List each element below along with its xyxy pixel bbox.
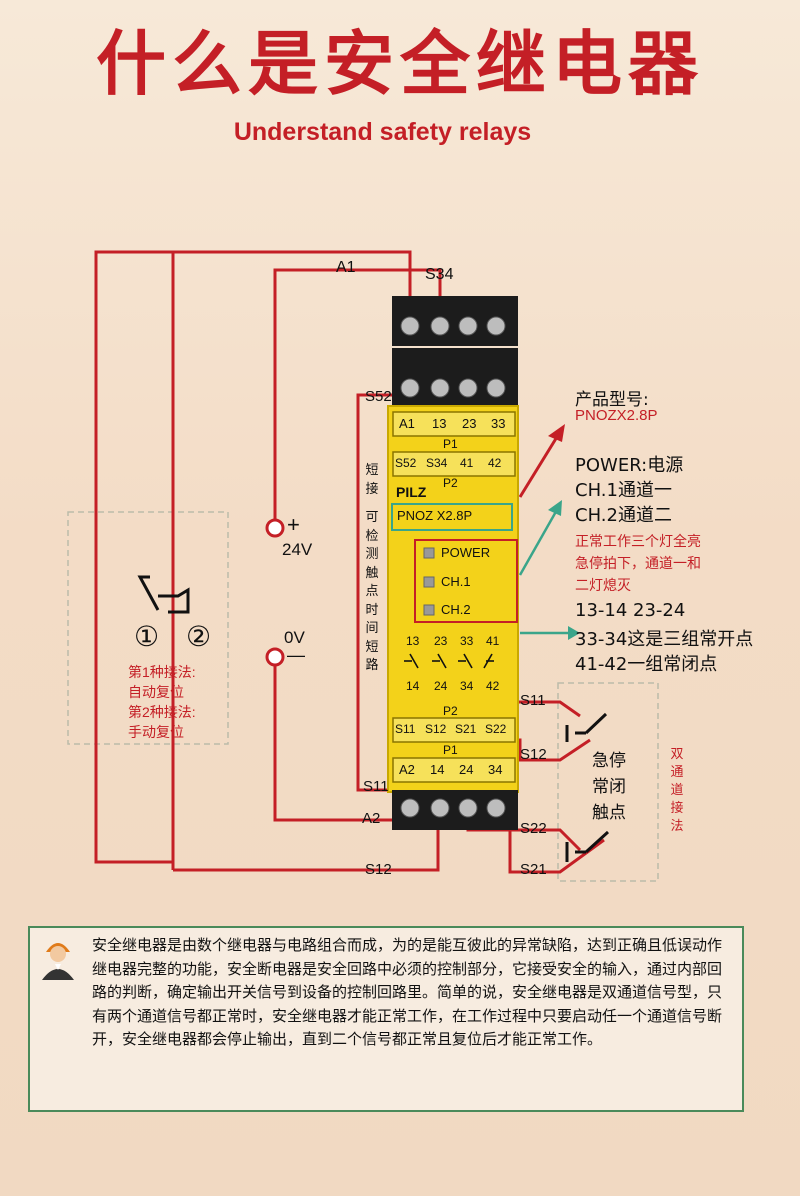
terminal-23-top: 23 [462, 416, 477, 431]
label-0v: 0V [284, 628, 305, 647]
terminal-s52: S52 [395, 456, 417, 470]
terminal-s34: S34 [426, 456, 448, 470]
info-warn-1: 正常工作三个灯全亮 [575, 534, 701, 550]
contact-34: 34 [460, 679, 474, 693]
info-warn-3: 二灯熄灭 [575, 578, 631, 594]
terminal-33-top: 33 [491, 416, 506, 431]
terminal-42-top: 42 [488, 456, 502, 470]
estop-contact-2 [565, 830, 610, 862]
relay-brand: PILZ [396, 484, 427, 500]
terminal-41-top: 41 [460, 456, 474, 470]
label-p1-top: P1 [443, 437, 458, 451]
label-minus: — [287, 645, 305, 665]
terminal-34: 34 [488, 762, 503, 777]
wire-outer-loop [94, 250, 412, 864]
reset-switch-symbol [137, 575, 190, 614]
dual-channel-vertical: 双通道接法 [670, 747, 684, 834]
contact-13: 13 [406, 634, 420, 648]
reset-method-box [67, 511, 229, 745]
arrow-contacts-head [568, 626, 580, 640]
estop-contact-1 [565, 712, 608, 742]
contact-42: 42 [486, 679, 500, 693]
contact-23: 23 [434, 634, 448, 648]
label-s11-left: S11 [363, 778, 389, 795]
terminal-s11: S11 [395, 722, 416, 736]
contact-14: 14 [406, 679, 420, 693]
estop-box [557, 682, 659, 882]
terminal-24: 24 [459, 762, 474, 777]
terminal-a2: A2 [399, 762, 415, 777]
label-plus: + [287, 512, 300, 537]
arrow-model-head [548, 424, 565, 442]
wire-a1 [273, 268, 442, 520]
relay-model: PNOZ X2.8P [397, 508, 473, 523]
contact-24: 24 [434, 679, 448, 693]
label-s34: S34 [425, 266, 454, 283]
label-s11-right: S11 [520, 692, 546, 709]
label-a1: A1 [336, 259, 356, 276]
contact-33: 33 [460, 634, 474, 648]
led-ch2: CH.2 [441, 602, 471, 617]
model-box [391, 503, 513, 531]
engineer-avatar-icon [42, 943, 74, 980]
terminal-s12: S12 [425, 722, 447, 736]
label-24v: 24V [282, 540, 313, 559]
terminal-14: 14 [430, 762, 445, 777]
label-a2: A2 [362, 810, 381, 827]
info-ch2: CH.2通道二 [575, 505, 672, 526]
terminal-s22: S22 [485, 722, 507, 736]
method2-line1: 第2种接法: [128, 704, 196, 720]
wire-a2 [273, 655, 400, 822]
short-note-vertical: 短接 可检测 触点时 间短路 [365, 463, 379, 673]
estop-line-2: 常闭 [592, 777, 626, 796]
method1-line1: 第1种接法: [128, 664, 196, 680]
page-subtitle: Understand safety relays [233, 118, 532, 146]
description-text: 安全继电器是由数个继电器与电路组合而成，为的是能互彼此的异常缺陷，达到正确且低误… [92, 936, 723, 1048]
page-title: 什么是安全继电器 [96, 22, 704, 105]
method2-line2: 手动复位 [128, 724, 184, 740]
estop-line-3: 触点 [592, 803, 626, 822]
info-contacts-3: 41-42一组常闭点 [575, 654, 718, 675]
info-ch1: CH.1通道一 [575, 480, 672, 501]
switch-position-1: ① [134, 621, 160, 652]
estop-line-1: 急停 [592, 751, 626, 770]
led-power: POWER [441, 545, 491, 560]
arrow-leds [518, 507, 560, 576]
contact-41: 41 [486, 634, 500, 648]
label-s21: S21 [520, 861, 547, 878]
label-s52: S52 [365, 388, 392, 405]
description-box [28, 926, 744, 1112]
led-panel [414, 539, 518, 623]
method1-line2: 自动复位 [128, 684, 184, 700]
info-contacts-2: 33-34这是三组常开点 [575, 629, 754, 650]
terminal-a1: A1 [399, 416, 415, 431]
label-s22: S22 [520, 820, 547, 837]
label-s12-right: S12 [520, 746, 547, 763]
terminal-0v [265, 647, 285, 667]
arrow-leds-head [548, 500, 562, 516]
wire-s52 [356, 393, 410, 792]
info-warn-2: 急停拍下，通道一和 [575, 556, 701, 572]
relay-module [387, 296, 519, 830]
info-power: POWER:电源 [575, 455, 684, 476]
switch-position-2: ② [186, 621, 212, 652]
terminal-s21: S21 [455, 722, 477, 736]
arrow-model [518, 431, 562, 498]
model-label: 产品型号: [575, 390, 649, 410]
terminal-13-top: 13 [432, 416, 447, 431]
terminal-plus-24v [265, 518, 285, 538]
led-ch1: CH.1 [441, 574, 471, 589]
label-p1-bottom: P1 [443, 743, 458, 757]
label-p2-top: P2 [443, 476, 458, 490]
info-contacts-1: 13-14 23-24 [575, 600, 686, 621]
label-s12-bottom: S12 [365, 861, 392, 878]
model-value: PNOZX2.8P [575, 407, 658, 424]
label-p2-bottom: P2 [443, 704, 458, 718]
